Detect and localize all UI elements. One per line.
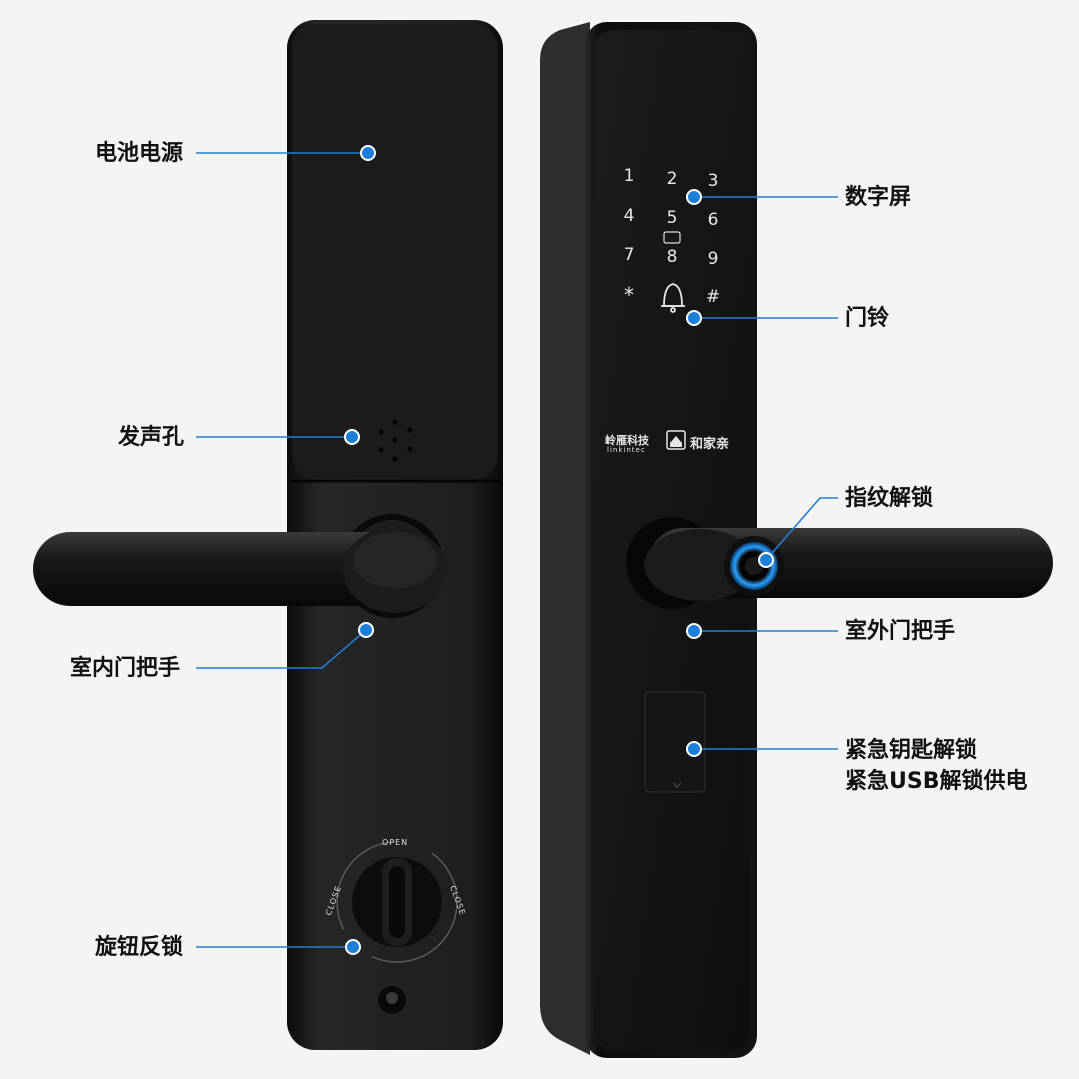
keypad-key-7: 7: [623, 245, 635, 265]
label-fingerprint: 指纹解锁: [845, 486, 934, 511]
label-inner-handle: 室内门把手: [70, 656, 181, 681]
card-icon: [663, 231, 681, 244]
keypad-key-4: 4: [623, 206, 635, 226]
partner-brand: 和家亲: [690, 437, 730, 452]
fingerprint-sensor: [724, 536, 784, 596]
label-knob: 旋钮反锁: [95, 935, 184, 960]
label-doorbell: 门铃: [845, 306, 890, 331]
brand-name-en: linkintec: [607, 446, 646, 454]
outdoor-lock-body: [540, 22, 1053, 1058]
keypad-key-hash: #: [705, 287, 721, 307]
keypad-key-5: 5: [666, 208, 678, 228]
keypad-key-star: *: [624, 283, 634, 307]
indoor-lock-body: [33, 20, 503, 1050]
label-battery: 电池电源: [95, 141, 184, 166]
bell-icon: [661, 283, 685, 313]
speaker-holes: [378, 419, 413, 462]
keypad-key-2: 2: [666, 169, 678, 189]
keypad-key-9: 9: [707, 249, 719, 269]
thumb-turn-knob: [336, 841, 458, 963]
keypad-key-6: 6: [707, 210, 719, 230]
keypad-key-1: 1: [623, 166, 635, 186]
callout-dots: [344, 145, 774, 955]
brand-name-cn: 岭雁科技: [605, 434, 649, 447]
label-speaker: 发声孔: [118, 425, 185, 450]
dial-open-label: OPEN: [382, 838, 409, 847]
keypad-key-8: 8: [666, 247, 678, 267]
callout-lines: [196, 152, 838, 948]
label-outer-handle: 室外门把手: [845, 619, 956, 644]
home-logo-icon: [666, 430, 686, 450]
outdoor-handle: [626, 517, 1053, 609]
label-emergency-key: 紧急钥匙解锁: [845, 738, 978, 763]
label-emergency-usb: 紧急USB解锁供电: [845, 769, 1028, 794]
keypad-key-3: 3: [707, 171, 719, 191]
indoor-handle: [33, 514, 447, 618]
emergency-cover: [644, 691, 706, 793]
label-screen: 数字屏: [845, 185, 912, 210]
